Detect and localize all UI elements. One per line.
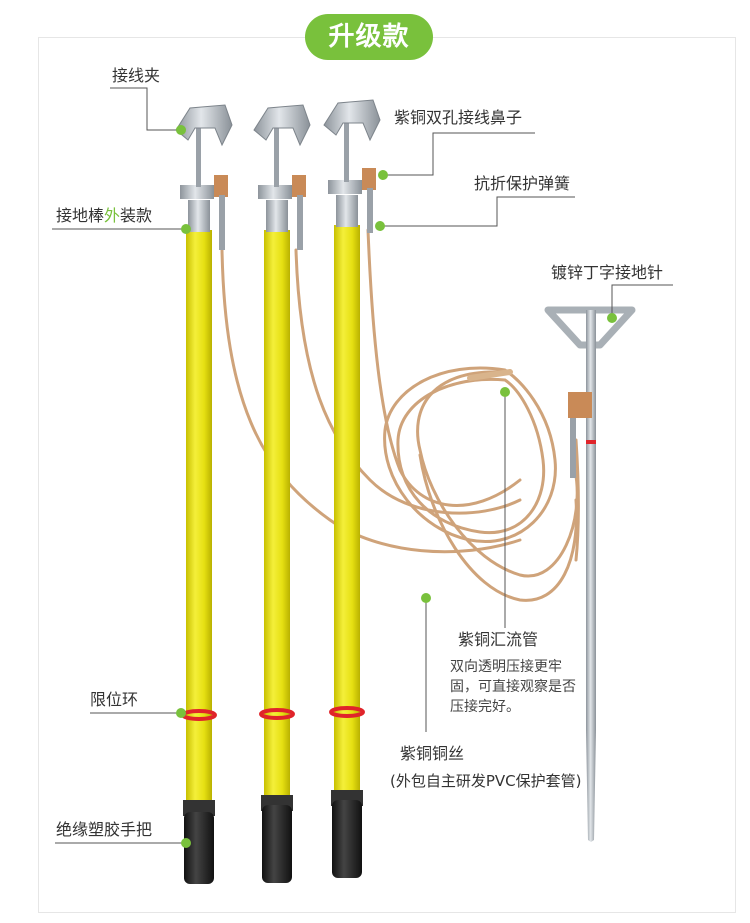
rod-3-handle [332, 800, 362, 878]
dot-ground-pin [607, 313, 617, 323]
rod-3-limit-ring [329, 706, 365, 718]
ground-pin-mark [586, 440, 596, 444]
rod-3-body [334, 225, 360, 800]
callout-lines [52, 87, 673, 844]
dot-copper-nose [378, 170, 388, 180]
copper-wire-3 [366, 228, 522, 507]
label-limit-ring: 限位环 [90, 690, 139, 709]
copper-wire-to-pin [574, 438, 580, 562]
rod-2-clamp-base [258, 185, 292, 199]
dot-limit-ring [176, 708, 186, 718]
rod-1-screw [196, 125, 201, 187]
rod-1-handle [184, 812, 214, 884]
label-clamp: 接线夹 [112, 66, 161, 85]
rod-2-clamp-head [253, 104, 311, 147]
ground-pin-handle [544, 306, 636, 349]
label-rod-suffix: 装款 [120, 206, 153, 225]
copper-wire-2 [294, 248, 522, 515]
rod-1-copper-nose [214, 175, 228, 197]
label-wire: 紫铜铜丝 [400, 744, 465, 763]
rod-1-ferrule [188, 200, 210, 232]
ground-pin-shaft [586, 310, 596, 730]
leader-ground-pin [611, 284, 673, 318]
t-ground-pin [544, 306, 636, 842]
grounding-rod-1 [175, 104, 233, 884]
grounding-rod-2 [253, 104, 311, 883]
ground-pin-spring [570, 418, 576, 478]
dot-wire [421, 593, 431, 603]
copper-wire-group [220, 228, 580, 602]
rod-2-screw [274, 125, 279, 187]
rod-3-clamp-base [328, 180, 362, 194]
rod-2-limit-ring [259, 708, 295, 720]
label-busbar: 紫铜汇流管 [458, 630, 539, 649]
dot-busbar [500, 387, 510, 397]
copper-wire-1 [220, 248, 522, 554]
ground-pin-tip [586, 730, 596, 842]
busbar-note: 双向透明压接更牢固，可直接观察是否压接完好。 [450, 659, 576, 715]
rod-2-copper-nose [292, 175, 306, 197]
leader-clamp [110, 87, 181, 131]
label-spring: 抗折保护弹簧 [474, 174, 571, 193]
dot-clamp [176, 125, 186, 135]
rod-3-copper-nose [362, 168, 376, 190]
rod-3-ferrule [336, 195, 358, 227]
rod-3-clamp-head [323, 99, 381, 142]
rod-1-clamp-head [175, 104, 233, 147]
copper-wire-loop [418, 453, 578, 602]
copper-wire-coil-3 [416, 370, 579, 578]
rod-2-ferrule [266, 200, 288, 232]
rod-3-spring [367, 188, 373, 233]
label-rod: 接地棒外装款 [56, 206, 152, 226]
rod-2-handle [262, 805, 292, 883]
leader-copper-nose [383, 132, 535, 176]
busbar-tube [467, 369, 513, 381]
copper-wire-coil-2 [396, 377, 546, 535]
rod-1-clamp-base [180, 185, 214, 199]
grounding-rod-3 [323, 99, 381, 878]
callout-dots [176, 125, 617, 848]
leader-spring [380, 196, 575, 227]
dot-handle [181, 838, 191, 848]
label-handle: 绝缘塑胶手把 [56, 820, 153, 839]
label-ground-pin: 镀锌丁字接地针 [551, 263, 664, 282]
upgrade-badge: 升级款 [305, 14, 433, 60]
wire-note: (外包自主研发PVC保护套管) [390, 772, 582, 790]
rod-2-spring [297, 195, 303, 250]
rod-1-spring [219, 195, 225, 250]
label-rod-prefix: 接地棒 [56, 206, 105, 225]
rod-3-screw [344, 120, 349, 182]
dot-spring [375, 221, 385, 231]
copper-wire-coil-1 [383, 366, 557, 543]
label-copper-nose: 紫铜双孔接线鼻子 [394, 108, 523, 127]
ground-pin-copper-nose [568, 392, 592, 418]
label-rod-highlight: 外 [104, 206, 121, 225]
dot-rod [181, 224, 191, 234]
